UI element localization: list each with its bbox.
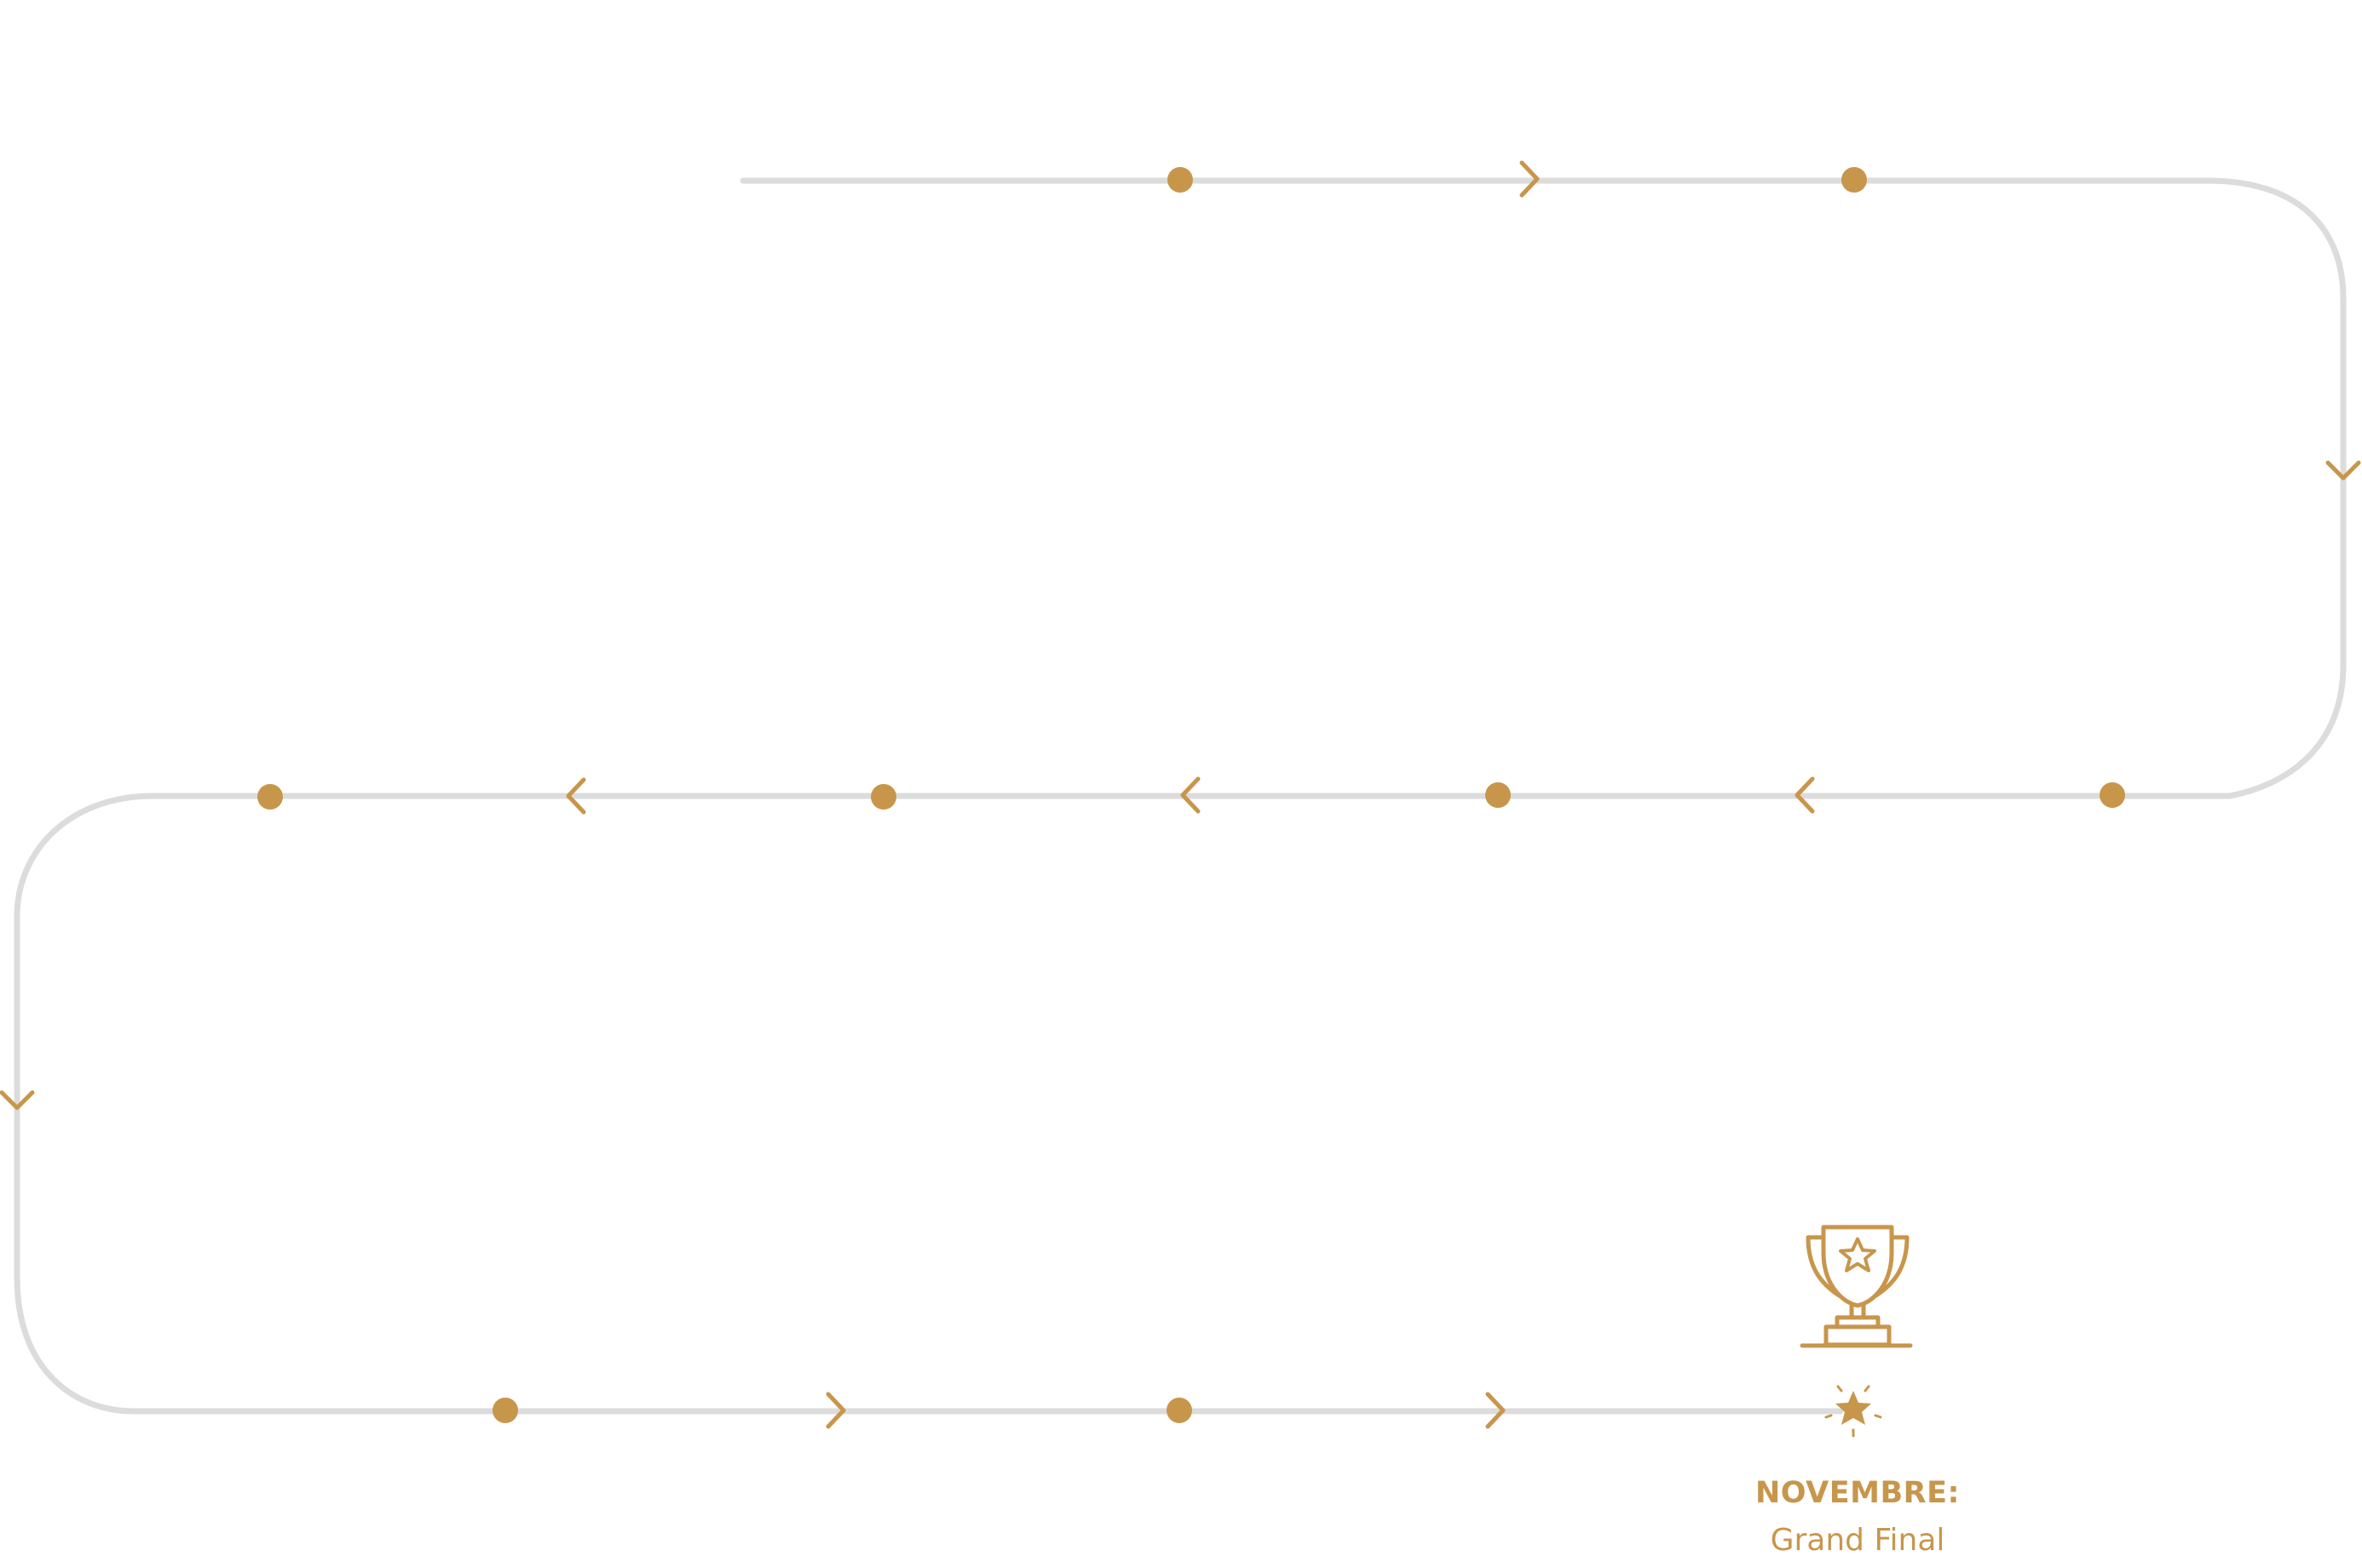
chevron-right-icon: [826, 1392, 846, 1429]
trophy-icon: [1800, 1225, 1913, 1348]
chevron-left-icon: [566, 777, 586, 815]
milestones: [257, 167, 2125, 1423]
milestone-dot[interactable]: [871, 784, 896, 810]
milestone-dot[interactable]: [1485, 782, 1511, 808]
timeline-track: [14, 177, 2347, 1415]
milestone-dot[interactable]: [2100, 782, 2125, 808]
event-month: NOVEMBRE:: [1755, 1476, 1960, 1510]
milestone-dot[interactable]: [1841, 167, 1867, 193]
direction-arrows: [0, 160, 2361, 1429]
chevron-left-icon: [1180, 776, 1201, 814]
chevron-down-icon: [2325, 460, 2361, 481]
final-event-label: NOVEMBRE: Grand Final: [1670, 1473, 2045, 1561]
milestone-dot[interactable]: [1167, 1398, 1192, 1423]
chevron-down-icon: [0, 1090, 35, 1110]
chevron-right-icon: [1485, 1392, 1506, 1429]
milestone-dot[interactable]: [493, 1398, 518, 1423]
milestone-dot[interactable]: [1167, 167, 1193, 193]
event-title: Grand Final: [1770, 1523, 1945, 1558]
star-burst-icon: [1824, 1385, 1882, 1438]
chevron-right-icon: [1519, 160, 1540, 198]
chevron-left-icon: [1795, 776, 1815, 814]
milestone-dot[interactable]: [257, 784, 283, 810]
